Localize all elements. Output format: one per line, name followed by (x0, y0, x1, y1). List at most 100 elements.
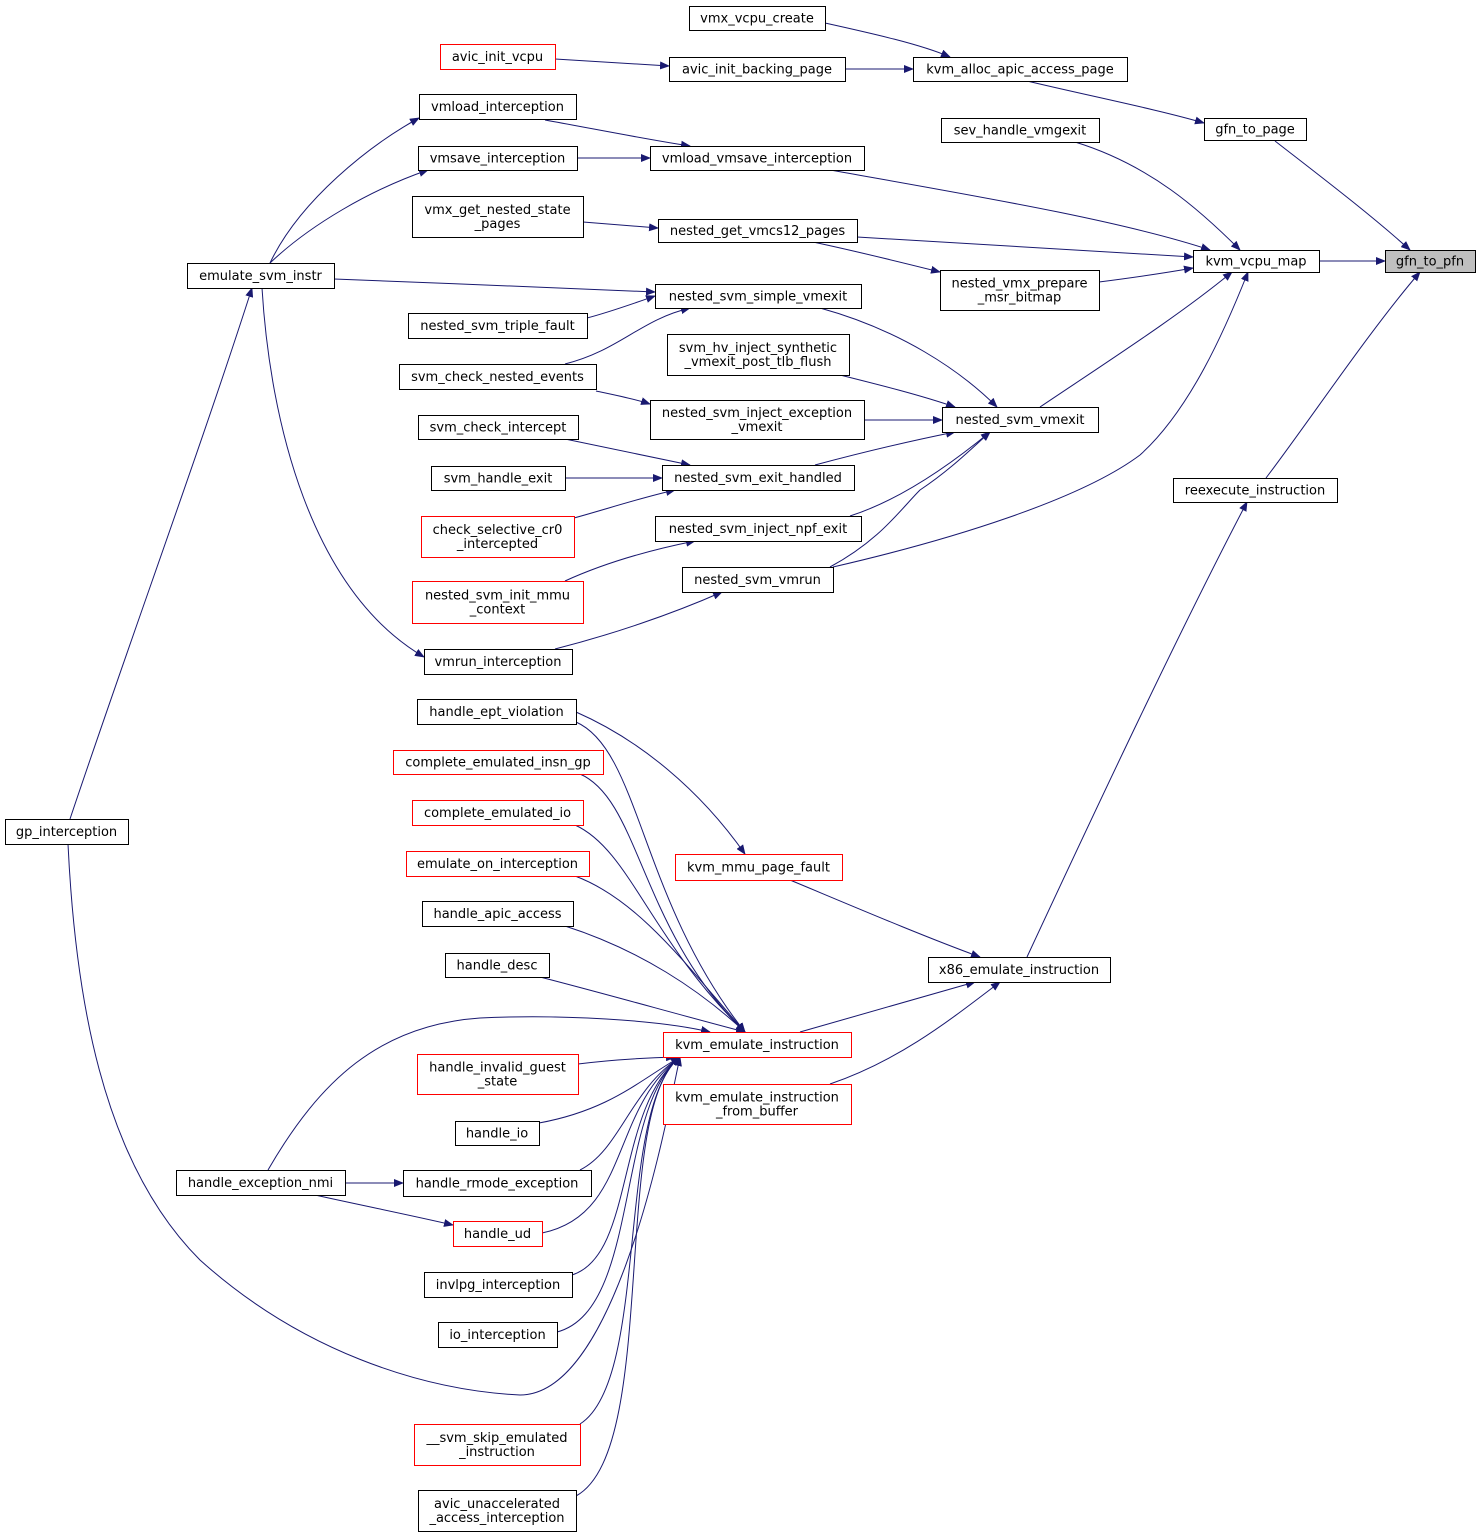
node-avic_init_backing_page[interactable]: avic_init_backing_page (669, 57, 846, 82)
node-handle_apic_access[interactable]: handle_apic_access (422, 901, 574, 927)
node-handle_exception_nmi[interactable]: handle_exception_nmi (176, 1170, 346, 1196)
node-handle_ud[interactable]: handle_ud (453, 1221, 543, 1247)
edge-nested_svm_simple_vmexit-to-nested_svm_vmexit (819, 307, 998, 408)
node-label: nested_svm_inject_exception (662, 406, 852, 421)
edge-handle_desc-to-kvm_emulate_instruction (539, 976, 746, 1034)
node-handle_desc[interactable]: handle_desc (445, 953, 550, 978)
node-svm_skip_emulated_instruction[interactable]: __svm_skip_emulated_instruction (414, 1424, 581, 1466)
node-kvm_vcpu_map[interactable]: kvm_vcpu_map (1193, 250, 1320, 273)
edge-handle_exception_nmi-to-kvm_emulate_instruction (267, 1016, 711, 1171)
node-box (940, 270, 1100, 311)
node-box (417, 699, 577, 725)
edge-nested_svm_vmrun-to-kvm_vcpu_map (832, 271, 1249, 568)
edge-gp_interception-to-emulate_svm_instr (69, 287, 254, 820)
node-kvm_alloc_apic_access_page[interactable]: kvm_alloc_apic_access_page (913, 57, 1128, 82)
node-nested_svm_exit_handled[interactable]: nested_svm_exit_handled (662, 465, 855, 491)
node-nested_svm_init_mmu_context[interactable]: nested_svm_init_mmu_context (412, 581, 584, 624)
node-kvm_mmu_page_fault[interactable]: kvm_mmu_page_fault (675, 854, 843, 881)
node-label: handle_desc (457, 959, 538, 974)
node-handle_io[interactable]: handle_io (455, 1121, 540, 1146)
edge-kvm_alloc_apic_access_page-to-gfn_to_page (1026, 80, 1205, 125)
edge-avic_init_vcpu-to-avic_init_backing_page (554, 58, 670, 70)
node-vmx_get_nested_state_pages[interactable]: vmx_get_nested_state_pages (412, 196, 584, 238)
node-svm_check_nested_events[interactable]: svm_check_nested_events (399, 364, 597, 390)
node-svm_handle_exit[interactable]: svm_handle_exit (431, 466, 566, 491)
edge-reexecute_instruction-to-gfn_to_pfn (1265, 271, 1421, 479)
node-nested_svm_triple_fault[interactable]: nested_svm_triple_fault (408, 313, 588, 339)
node-label: emulate_svm_instr (199, 269, 322, 284)
node-vmx_vcpu_create[interactable]: vmx_vcpu_create (689, 6, 826, 31)
node-handle_invalid_guest_state[interactable]: handle_invalid_guest_state (417, 1054, 579, 1095)
node-box (418, 146, 578, 171)
node-box (417, 1054, 579, 1095)
node-svm_hv_inject_synthetic_vmexit_post_tlb_flush[interactable]: svm_hv_inject_synthetic_vmexit_post_tlb_… (667, 334, 850, 376)
node-box (418, 415, 579, 440)
node-box (928, 957, 1111, 983)
node-gfn_to_page[interactable]: gfn_to_page (1204, 118, 1307, 141)
node-kvm_emulate_instruction_from_buffer[interactable]: kvm_emulate_instruction_from_buffer (663, 1084, 852, 1125)
node-box (393, 750, 604, 775)
edge-invlpg_interception-to-kvm_emulate_instruction (571, 1056, 681, 1276)
node-nested_svm_inject_npf_exit[interactable]: nested_svm_inject_npf_exit (655, 516, 862, 542)
node-x86_emulate_instruction[interactable]: x86_emulate_instruction (928, 957, 1111, 983)
edge-io_interception-to-kvm_emulate_instruction (556, 1056, 681, 1333)
node-label: _vmexit (730, 420, 782, 435)
node-label: svm_check_nested_events (411, 370, 584, 385)
node-box (399, 364, 597, 390)
edge-svm_check_nested_events-to-nested_svm_inject_exception_vmexit (595, 390, 651, 405)
node-label: svm_hv_inject_synthetic (679, 341, 837, 356)
node-emulate_on_interception[interactable]: emulate_on_interception (406, 851, 590, 877)
node-label: kvm_mmu_page_fault (687, 861, 830, 876)
edge-nested_svm_exit_handled-to-nested_svm_vmexit (814, 429, 956, 466)
edge-vmrun_interception-to-nested_svm_vmrun (554, 591, 723, 650)
node-label: vmx_vcpu_create (700, 12, 814, 27)
node-label: vmx_get_nested_state (424, 203, 570, 218)
node-gfn_to_pfn[interactable]: gfn_to_pfn (1385, 250, 1476, 273)
node-label: io_interception (449, 1328, 545, 1343)
node-nested_svm_vmexit[interactable]: nested_svm_vmexit (942, 407, 1099, 433)
edge-svm_check_intercept-to-nested_svm_exit_handled (564, 438, 691, 468)
edge-handle_ept_violation-to-kvm_emulate_instruction (575, 721, 746, 1033)
node-avic_unaccelerated_access_interception[interactable]: avic_unaccelerated_access_interception (418, 1490, 577, 1532)
node-vmload_interception[interactable]: vmload_interception (419, 94, 577, 120)
node-svm_check_intercept[interactable]: svm_check_intercept (418, 415, 579, 440)
node-emulate_svm_instr[interactable]: emulate_svm_instr (187, 263, 335, 289)
node-complete_emulated_insn_gp[interactable]: complete_emulated_insn_gp (393, 750, 604, 775)
edge-handle_apic_access-to-kvm_emulate_instruction (564, 925, 746, 1033)
node-nested_svm_inject_exception_vmexit[interactable]: nested_svm_inject_exception_vmexit (650, 400, 865, 440)
node-vmrun_interception[interactable]: vmrun_interception (424, 649, 573, 675)
node-handle_ept_violation[interactable]: handle_ept_violation (417, 699, 577, 725)
node-box (414, 1424, 581, 1466)
node-box (445, 953, 550, 978)
node-box (1173, 478, 1338, 503)
node-label: invlpg_interception (436, 1278, 560, 1293)
node-sev_handle_vmgexit[interactable]: sev_handle_vmgexit (941, 118, 1100, 143)
node-nested_svm_simple_vmexit[interactable]: nested_svm_simple_vmexit (655, 284, 862, 309)
node-nested_get_vmcs12_pages[interactable]: nested_get_vmcs12_pages (658, 219, 858, 243)
edge-handle_ept_violation-to-kvm_mmu_page_fault (575, 711, 746, 855)
node-box (655, 516, 862, 542)
node-box (1385, 250, 1476, 273)
node-kvm_emulate_instruction[interactable]: kvm_emulate_instruction (663, 1032, 852, 1058)
node-label: _access_interception (428, 1511, 564, 1526)
node-box (675, 854, 843, 881)
node-label: sev_handle_vmgexit (954, 124, 1087, 139)
node-vmload_vmsave_interception[interactable]: vmload_vmsave_interception (650, 146, 865, 171)
node-vmsave_interception[interactable]: vmsave_interception (418, 146, 578, 171)
node-avic_init_vcpu[interactable]: avic_init_vcpu (440, 44, 556, 70)
node-invlpg_interception[interactable]: invlpg_interception (424, 1272, 573, 1298)
node-handle_rmode_exception[interactable]: handle_rmode_exception (403, 1170, 592, 1197)
node-label: nested_svm_vmrun (694, 573, 821, 588)
node-nested_svm_vmrun[interactable]: nested_svm_vmrun (682, 567, 834, 593)
node-nested_vmx_prepare_msr_bitmap[interactable]: nested_vmx_prepare_msr_bitmap (940, 270, 1100, 311)
node-label: avic_unaccelerated (434, 1497, 560, 1512)
node-io_interception[interactable]: io_interception (438, 1322, 558, 1348)
node-check_selective_cr0_intercepted[interactable]: check_selective_cr0_intercepted (421, 516, 575, 558)
node-complete_emulated_io[interactable]: complete_emulated_io (412, 800, 584, 826)
edge-handle_ud-to-kvm_emulate_instruction (541, 1056, 681, 1234)
node-box (682, 567, 834, 593)
node-label: svm_handle_exit (444, 472, 553, 487)
node-gp_interception[interactable]: gp_interception (5, 819, 129, 845)
node-reexecute_instruction[interactable]: reexecute_instruction (1173, 478, 1338, 503)
